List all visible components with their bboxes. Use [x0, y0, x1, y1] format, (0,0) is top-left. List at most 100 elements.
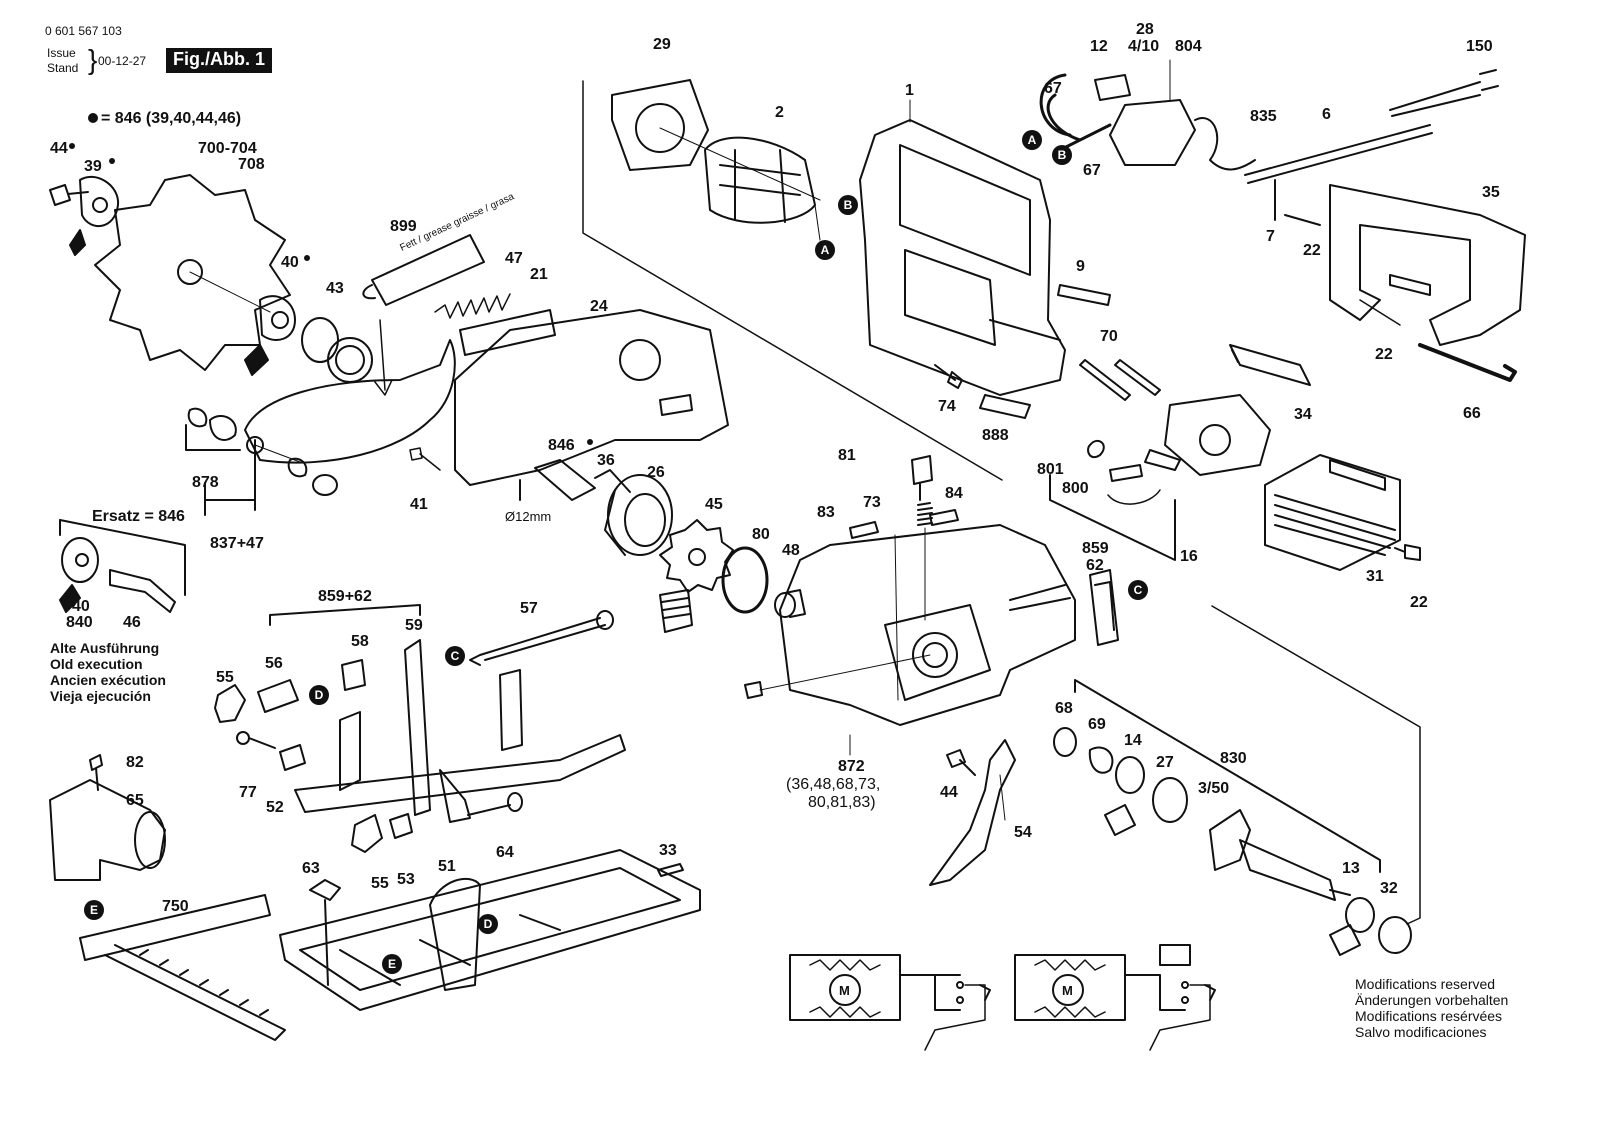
callout-14: 14	[1124, 732, 1142, 749]
marker-b: B	[1052, 145, 1072, 165]
callout-859: 859	[1082, 540, 1109, 557]
callout-26: 26	[647, 464, 665, 481]
callout-16: 16	[1180, 548, 1198, 565]
guard-24	[454, 309, 729, 486]
callout-21: 21	[530, 266, 548, 283]
callout-750: 750	[162, 898, 189, 915]
callout-34: 34	[1294, 406, 1312, 423]
modifications-de: Änderungen vorbehalten	[1355, 992, 1509, 1008]
rip-fence-59	[294, 639, 626, 823]
gear-45	[659, 519, 734, 633]
cap-34	[1229, 344, 1311, 386]
saw-blade-700	[94, 174, 291, 371]
modifications-en: Modifications reserved	[1355, 976, 1496, 992]
old-execution-en: Old execution	[50, 656, 143, 672]
gear-housing-26	[604, 474, 673, 556]
callout-6: 6	[1322, 106, 1331, 123]
callout-800: 800	[1062, 480, 1089, 497]
spring-73	[917, 502, 933, 526]
callout-2: 2	[775, 104, 784, 121]
o-ring-80	[721, 546, 769, 614]
callout-7: 7	[1266, 228, 1275, 245]
old-flange-840	[59, 519, 186, 613]
callout-46: 46	[123, 614, 141, 631]
marker-c: C	[445, 646, 465, 666]
callout-31: 31	[1366, 568, 1384, 585]
callout-9: 9	[1076, 258, 1085, 275]
callout-835: 835	[1250, 108, 1277, 125]
callout-859-62: 859+62	[318, 588, 372, 605]
angle-guide-750	[79, 894, 286, 1041]
old-execution-es: Vieja ejecución	[50, 688, 151, 704]
modifications-fr: Modifications resérvées	[1355, 1008, 1503, 1024]
adapter-65	[49, 754, 166, 881]
pin-33	[657, 863, 684, 877]
diameter-label: Ø12mm	[505, 509, 552, 524]
callout-62: 62	[1086, 557, 1104, 574]
brush-holder-16	[1049, 394, 1271, 561]
shaft-846	[519, 459, 631, 501]
legend-note: = 846 (39,40,44,46)	[101, 110, 242, 127]
label-plate-21	[459, 309, 556, 356]
callout-1: 1	[905, 82, 914, 99]
callout-81: 81	[838, 447, 856, 464]
marker-e: E	[382, 954, 402, 974]
plug-81	[911, 455, 933, 501]
figure-tag: Fig./Abb. 1	[166, 48, 272, 73]
marker-c: C	[1128, 580, 1148, 600]
callout-59: 59	[405, 617, 423, 634]
motor-symbol-left: M	[839, 983, 850, 998]
callout-13: 13	[1342, 860, 1360, 877]
bullet-icon	[88, 113, 98, 123]
lever-54	[929, 739, 1016, 886]
modifications-note: Modifications reserved Änderungen vorbeh…	[1355, 976, 1508, 1040]
ring-43	[301, 317, 339, 363]
pad-84	[929, 509, 959, 526]
callout-3-50: 3/50	[1198, 780, 1230, 797]
callout-24: 24	[590, 298, 608, 315]
callout-804: 804	[1175, 38, 1202, 55]
screw-64	[467, 792, 523, 816]
housing-1	[859, 99, 1066, 396]
callout-68: 68	[1055, 700, 1073, 717]
callout-40: 40	[281, 254, 299, 271]
issue-date: 00-12-27	[98, 54, 147, 68]
callout-67b: 67	[1083, 162, 1101, 179]
plate-9	[1057, 284, 1111, 306]
callout-708: 708	[238, 156, 265, 173]
callout-39: 39	[84, 158, 102, 175]
brush-plate-29	[611, 79, 821, 201]
callout-47: 47	[505, 250, 523, 267]
lower-guard-837	[187, 319, 456, 496]
callout-74: 74	[938, 398, 956, 415]
callout-43: 43	[326, 280, 344, 297]
wiring-diagram-left	[789, 954, 991, 1051]
callout-33: 33	[659, 842, 677, 859]
marker-d: D	[478, 914, 498, 934]
bracket-878-837	[185, 424, 256, 516]
callout-40b: 40	[72, 598, 90, 615]
sleeve-53	[389, 813, 413, 839]
stator-2	[704, 136, 821, 241]
sleeve-48	[774, 589, 806, 618]
callout-70: 70	[1100, 328, 1118, 345]
stand-label: Stand	[47, 61, 79, 75]
callout-54: 54	[1014, 824, 1032, 841]
callout-899: 899	[390, 218, 417, 235]
callout-29: 29	[653, 36, 671, 53]
callout-69: 69	[1088, 716, 1106, 733]
part-872: 872	[838, 758, 865, 775]
callout-84: 84	[945, 485, 963, 502]
marker-e: E	[84, 900, 104, 920]
brace: }	[88, 44, 98, 75]
callout-83: 83	[817, 504, 835, 521]
callout-846: 846	[548, 437, 575, 454]
cover-31	[1264, 454, 1401, 571]
callout-28: 28	[1136, 21, 1154, 38]
callout-700-704: 700-704	[198, 140, 257, 157]
strips-70	[1079, 359, 1161, 401]
ersatz-label: Ersatz = 846	[92, 508, 185, 525]
screw-44	[49, 175, 120, 256]
callout-52: 52	[266, 799, 284, 816]
clip-859	[1089, 569, 1119, 646]
